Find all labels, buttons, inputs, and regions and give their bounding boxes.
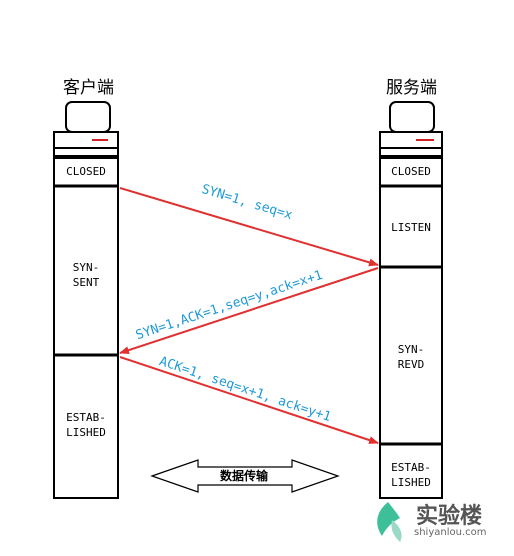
client-state-syn-sent: SYN- SENT <box>72 261 100 289</box>
data-transfer-double-arrow <box>150 459 340 493</box>
server-timeline <box>379 157 443 499</box>
server-state-closed: CLOSED <box>391 165 431 178</box>
watermark-brand: 实验楼 <box>416 504 483 529</box>
watermark-logo-icon <box>377 502 402 542</box>
server-state-established: ESTAB- LISHED <box>391 461 431 489</box>
client-title: 客户端 <box>63 78 114 98</box>
watermark-url: shiyanlou.com <box>414 527 487 538</box>
server-state-listen: LISTEN <box>391 221 431 234</box>
client-state-established: ESTAB- LISHED <box>66 411 106 439</box>
ack-arrow <box>119 356 379 444</box>
client-timeline <box>53 157 119 499</box>
server-computer-icon <box>379 101 443 157</box>
server-title: 服务端 <box>386 78 437 98</box>
syn-arrow <box>119 187 379 267</box>
server-state-syn-revd: SYN- REVD <box>397 343 425 371</box>
syn-ack-arrow <box>119 267 379 354</box>
client-state-closed: CLOSED <box>66 165 106 178</box>
data-transfer-label: 数据传输 <box>220 469 269 483</box>
client-computer-icon <box>53 101 119 157</box>
